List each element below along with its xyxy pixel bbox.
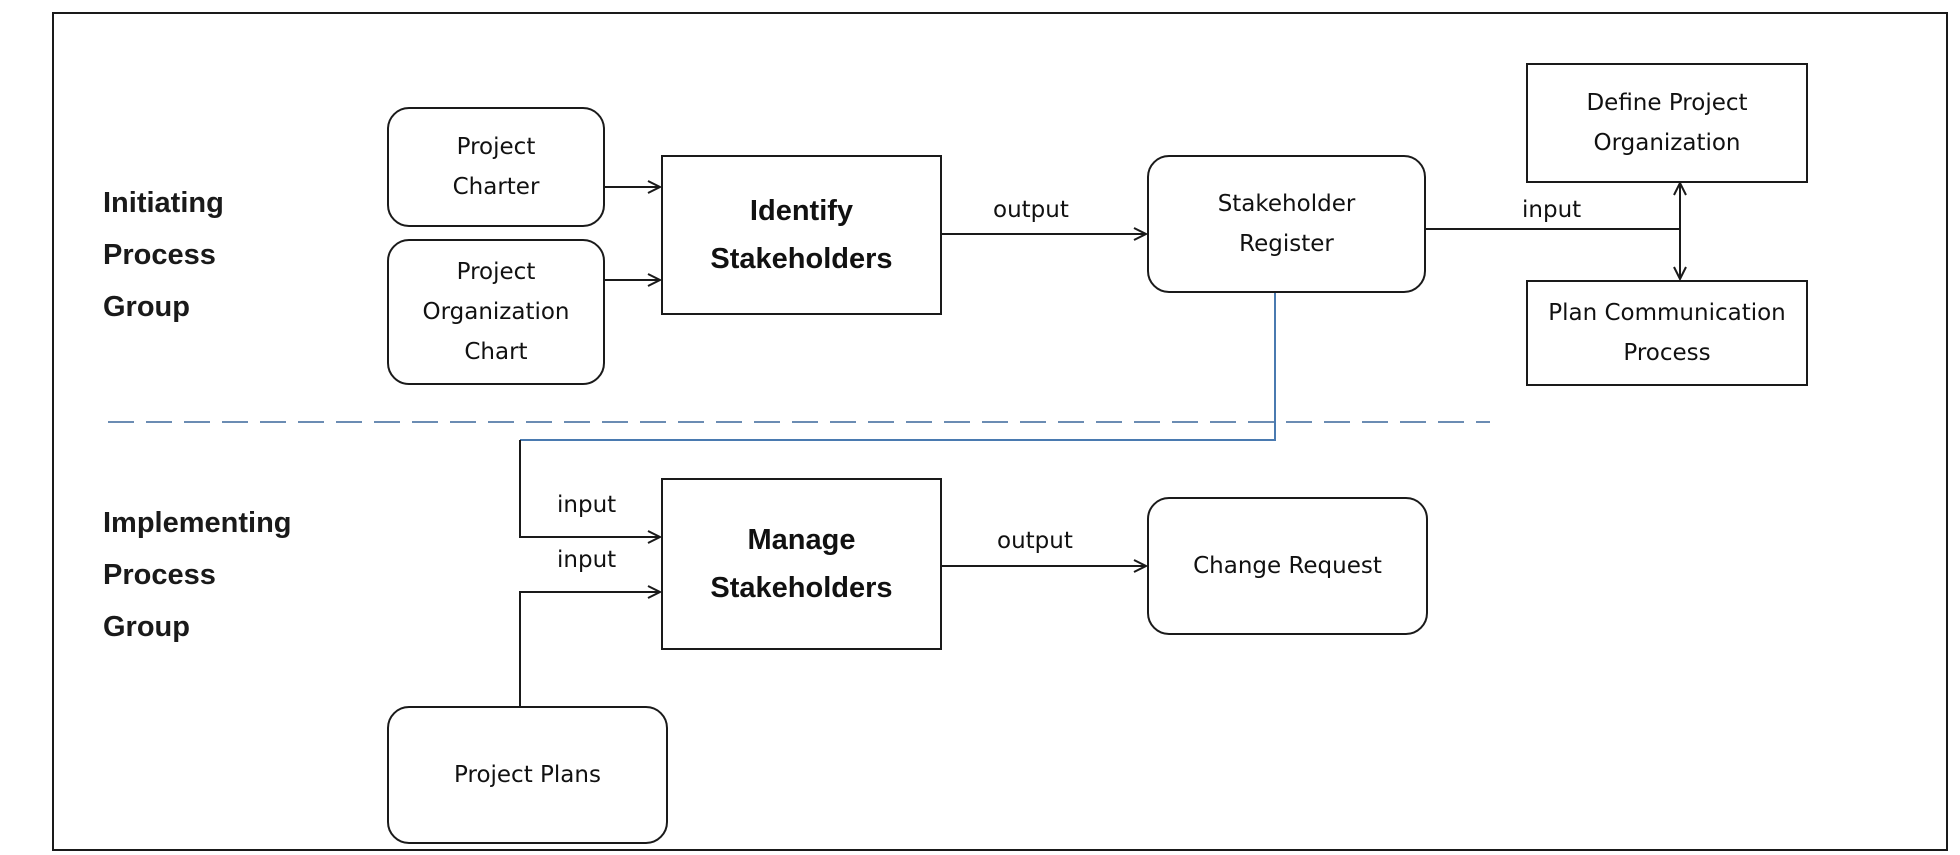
edge-label-input-register: input: [1522, 197, 1582, 223]
edge-label-output-identify: output: [993, 197, 1069, 223]
arrow-register-to-manage: [519, 440, 660, 537]
node-stakeholder-register: Stakeholder Register: [1147, 155, 1426, 293]
implementing-process-group-label: Implementing Process Group: [103, 507, 292, 643]
node-project-plans: Project Plans: [387, 706, 668, 844]
initiating-process-group-label: Initiating Process Group: [103, 187, 224, 323]
arrow-plans-to-manage: [519, 592, 660, 706]
edge-label-input-manage-2: input: [557, 547, 617, 573]
edge-label-output-manage: output: [997, 528, 1073, 554]
node-project-organization-chart: Project Organization Chart: [387, 239, 605, 385]
edge-label-input-manage-1: input: [557, 492, 617, 518]
connector-register-to-manage-blue: [520, 292, 1276, 441]
node-project-charter: Project Charter: [387, 107, 605, 227]
node-manage-stakeholders: Manage Stakeholders: [661, 478, 942, 650]
node-change-request: Change Request: [1147, 497, 1428, 635]
node-define-project-organization: Define Project Organization: [1526, 63, 1808, 183]
node-plan-communication-process: Plan Communication Process: [1526, 280, 1808, 386]
node-identify-stakeholders: Identify Stakeholders: [661, 155, 942, 315]
